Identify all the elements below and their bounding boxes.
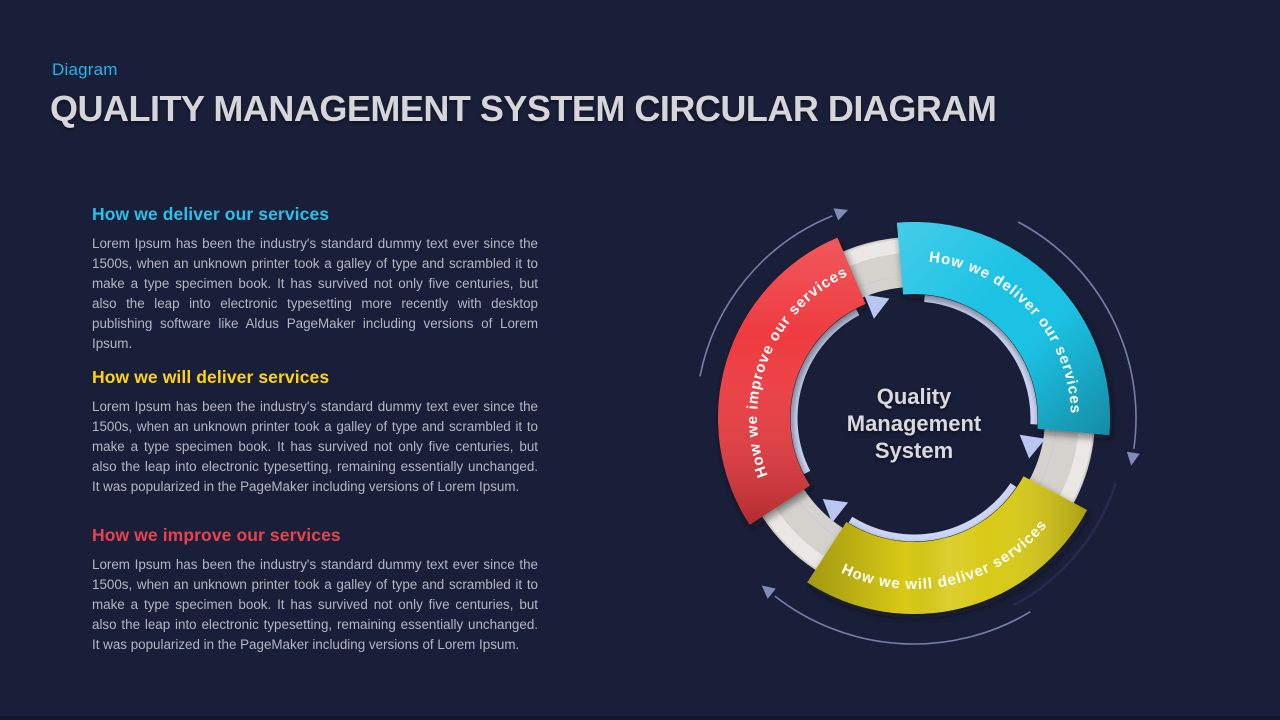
flow-arrow-icon: [822, 499, 849, 523]
outer-flow-arc: [774, 595, 1031, 645]
segment-arc-shade-2: [807, 476, 1088, 615]
slide-bottom-edge: [0, 716, 1280, 720]
section-1-heading: How we deliver our services: [92, 204, 330, 224]
section-3-body: Lorem Ipsum has been the industry's stan…: [92, 557, 538, 653]
flow-arc: [848, 483, 1017, 542]
section-2-body: Lorem Ipsum has been the industry's stan…: [92, 399, 538, 495]
section-3: How we improve our services Lorem Ipsum …: [92, 525, 538, 655]
diagram-center-label: Quality Management System: [846, 384, 982, 463]
flow-arc: [924, 294, 1038, 425]
page-title: QUALITY MANAGEMENT SYSTEM CIRCULAR DIAGR…: [50, 88, 997, 129]
flow-arrow-icon: [864, 294, 890, 319]
segment-arc-shade-1: [896, 222, 1110, 436]
outer-arrow-icon: [1126, 451, 1140, 466]
section-1-body: Lorem Ipsum has been the industry's stan…: [92, 236, 538, 352]
outer-flow-arc: [699, 215, 833, 377]
segment-arc-shade-3: [717, 237, 866, 525]
shadow-arc: [1012, 483, 1117, 607]
section-3-heading: How we improve our services: [92, 525, 341, 545]
outer-arrow-icon: [833, 208, 849, 221]
flow-arrow-icon: [1019, 434, 1046, 459]
slide-tag: Diagram: [52, 60, 118, 79]
section-2-heading: How we will deliver services: [92, 367, 330, 387]
section-1: How we deliver our services Lorem Ipsum …: [92, 204, 538, 355]
section-2: How we will deliver services Lorem Ipsum…: [92, 367, 538, 497]
flow-arc: [790, 308, 860, 475]
outer-arrow-icon: [761, 585, 776, 599]
outer-flow-arc: [1017, 221, 1137, 450]
